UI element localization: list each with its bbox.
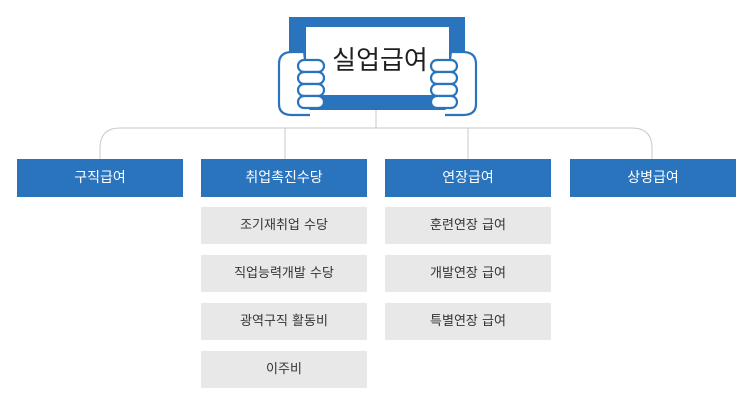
sub-item-relocation-expense[interactable]: 이주비	[201, 351, 367, 388]
diagram-title: 실업급여	[332, 46, 428, 76]
right-hand-icon	[429, 50, 478, 117]
connector-lines	[99, 110, 653, 159]
left-hand-icon	[277, 50, 326, 117]
sub-item-vocational-development-allowance[interactable]: 직업능력개발 수당	[201, 255, 367, 292]
sub-item-special-extended-benefit[interactable]: 특별연장 급여	[385, 303, 551, 340]
category-extended-benefit[interactable]: 연장급여	[385, 159, 551, 197]
sub-item-wide-area-job-search-expense[interactable]: 광역구직 활동비	[201, 303, 367, 340]
category-sickness-benefit[interactable]: 상병급여	[570, 159, 736, 197]
sub-item-early-reemployment-allowance[interactable]: 조기재취업 수당	[201, 207, 367, 244]
category-job-seeking-benefit[interactable]: 구직급여	[17, 159, 183, 197]
sub-item-individual-extended-benefit[interactable]: 개발연장 급여	[385, 255, 551, 292]
sub-item-training-extended-benefit[interactable]: 훈련연장 급여	[385, 207, 551, 244]
category-employment-promotion-allowance[interactable]: 취업촉진수당	[201, 159, 367, 197]
